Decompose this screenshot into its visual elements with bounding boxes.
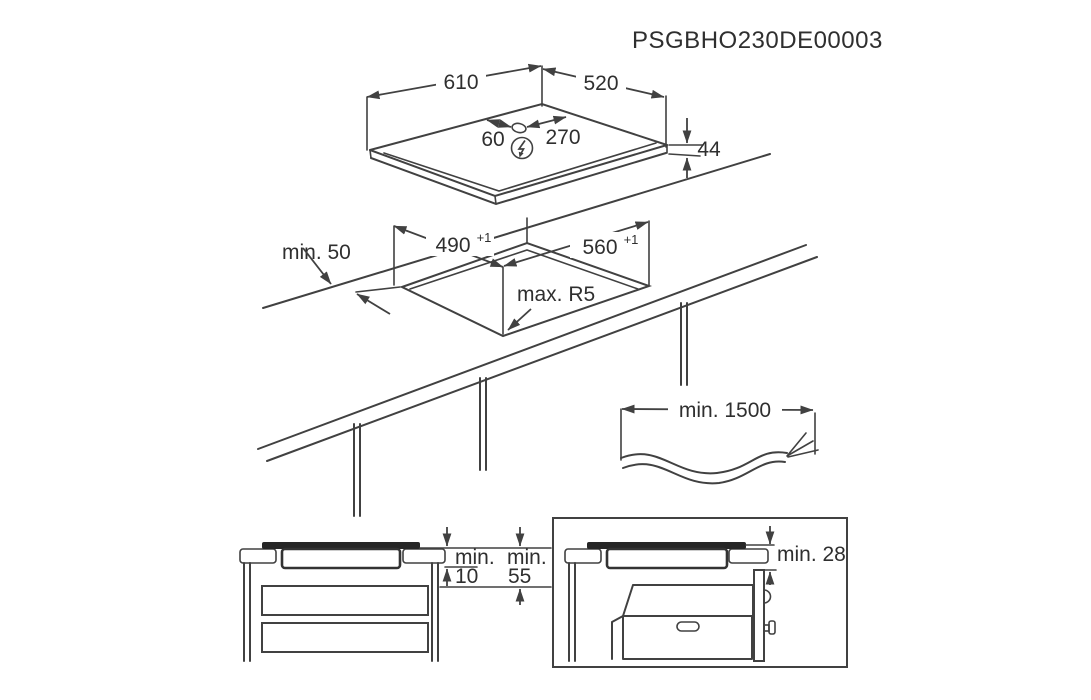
cabinet-leg-left bbox=[568, 562, 576, 662]
cable-gland-oval bbox=[511, 122, 527, 134]
hob-height-label: 44 bbox=[697, 138, 721, 161]
hob-glass-section bbox=[262, 542, 420, 549]
hob-body-section bbox=[280, 547, 402, 570]
drawer-lower bbox=[261, 622, 429, 653]
cable-offset-right-line bbox=[526, 115, 567, 129]
hob-corner-ticks bbox=[369, 144, 668, 205]
drawer-clearance-figure: min. 10 min. 55 bbox=[239, 527, 552, 662]
corner-radius-label: max. R5 bbox=[517, 283, 595, 306]
label-mask bbox=[436, 69, 486, 93]
hob-gap-min-label: min. bbox=[455, 546, 495, 569]
panel-knob-round bbox=[763, 589, 772, 604]
drawer-upper bbox=[261, 585, 429, 616]
oven-outline bbox=[611, 584, 755, 660]
cable-offset-left-label: 60 bbox=[481, 128, 504, 151]
cabinet-panel-right bbox=[753, 569, 765, 662]
cable-dimension-brackets bbox=[620, 408, 816, 461]
oven-gap-label: min. 28 bbox=[777, 543, 846, 566]
cabinet-side-right bbox=[680, 302, 688, 386]
label-mask bbox=[576, 70, 626, 94]
clearance-leader-lines bbox=[419, 547, 552, 588]
wall-clearance-arrow-outer bbox=[302, 247, 332, 285]
cabinet-side-middle bbox=[479, 377, 487, 471]
hob-isometric-figure: 610 520 44 60 270 bbox=[366, 63, 721, 206]
corner-radius-arrow bbox=[507, 308, 532, 331]
hob-glass-section bbox=[587, 542, 746, 549]
oven-door-handle bbox=[676, 621, 700, 632]
cabinet-leg-right bbox=[431, 562, 439, 662]
label-mask bbox=[426, 229, 494, 256]
label-mask bbox=[668, 396, 782, 421]
drawer-gap-value: 55 bbox=[508, 565, 531, 588]
mains-cable-figure: min. 1500 bbox=[620, 396, 819, 485]
hob-depth-label: 520 bbox=[583, 72, 618, 95]
worktop-section-left bbox=[239, 548, 277, 564]
cable-curve-bottom bbox=[622, 460, 786, 485]
cabinet-leg-left bbox=[243, 562, 251, 662]
figure-border-box bbox=[552, 517, 848, 668]
hob-gap-value: 10 bbox=[455, 565, 478, 588]
cable-offset-right-label: 270 bbox=[545, 126, 580, 149]
cutout-depth-tolerance: +1 bbox=[477, 230, 492, 245]
cable-offset-left-line bbox=[486, 119, 512, 128]
wall-clearance-arrow-inner bbox=[356, 293, 391, 315]
cutout-width-label: 560 bbox=[582, 236, 617, 259]
cable-length-label: min. 1500 bbox=[679, 399, 771, 422]
worktop-section-right bbox=[728, 548, 769, 564]
oven-clearance-figure: min. 28 bbox=[552, 517, 848, 668]
hob-width-label: 610 bbox=[443, 71, 478, 94]
drawing-code: PSGBHO230DE00003 bbox=[632, 27, 883, 54]
worktop-front-edge bbox=[257, 244, 818, 462]
hob-glass-rim-line bbox=[383, 142, 657, 192]
hob-bevel-edge bbox=[370, 152, 667, 206]
panel-knob-screw bbox=[763, 620, 776, 635]
worktop-section-right bbox=[402, 548, 446, 564]
cable-curve-top bbox=[620, 451, 788, 475]
label-mask bbox=[570, 232, 642, 258]
power-bolt-icon bbox=[510, 136, 534, 160]
hob-height-dimension bbox=[668, 118, 704, 178]
cutout-width-tolerance: +1 bbox=[624, 232, 639, 247]
cable-wire-ends bbox=[786, 432, 819, 458]
wall-clearance-leader bbox=[355, 286, 401, 293]
hob-back-edges bbox=[369, 102, 668, 151]
drawer-gap-min-label: min. bbox=[507, 546, 547, 569]
hob-extension-lines bbox=[366, 65, 667, 151]
cabinet-side-left bbox=[353, 423, 361, 517]
wall-clearance-label: min. 50 bbox=[282, 241, 351, 264]
worktop-cutout-figure: 490 +1 560 +1 min. 50 max. R5 bbox=[257, 153, 818, 517]
cutout-depth-label: 490 bbox=[435, 234, 470, 257]
hob-body-section bbox=[605, 547, 729, 570]
oven-gap-leader-lines bbox=[745, 544, 777, 571]
worktop-section-left bbox=[564, 548, 602, 564]
